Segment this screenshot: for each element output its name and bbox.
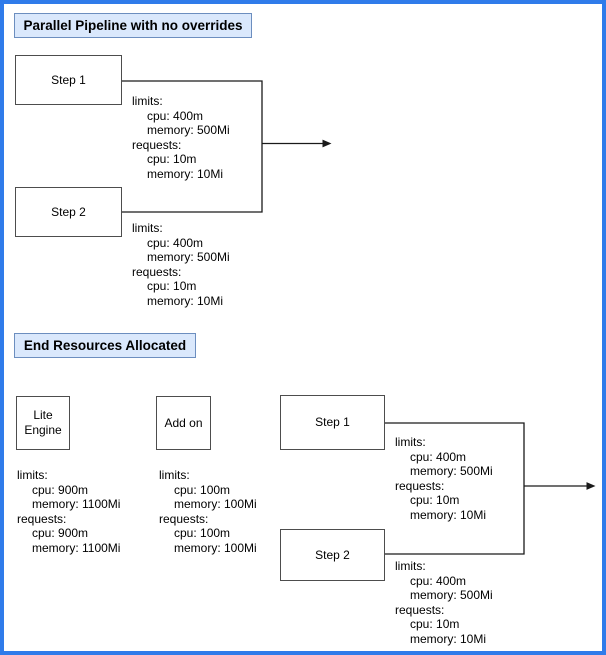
resource-line: memory: 1100Mi bbox=[32, 497, 121, 511]
resource-line: requests: bbox=[132, 264, 182, 279]
resource-line: memory: 500Mi bbox=[147, 250, 230, 264]
section2-title: End Resources Allocated bbox=[14, 333, 196, 358]
resource-line: memory: 500Mi bbox=[410, 588, 493, 602]
resource-line: requests: bbox=[159, 511, 209, 526]
resource-line: memory: 10Mi bbox=[147, 293, 224, 308]
section2-lite-engine-label: Lite Engine bbox=[24, 408, 62, 437]
section2-step1-resources: limits: cpu: 400m memory: 500Mi requests… bbox=[395, 435, 493, 522]
section1-step2-node: Step 2 bbox=[15, 187, 122, 237]
resource-line: limits: bbox=[132, 221, 163, 235]
resource-line: cpu: 100m bbox=[174, 526, 231, 540]
section2-addon-resources: limits: cpu: 100m memory: 100Mi requests… bbox=[159, 468, 257, 555]
resource-line: requests: bbox=[395, 478, 445, 493]
section2-step2-resources: limits: cpu: 400m memory: 500Mi requests… bbox=[395, 559, 493, 646]
section1-title: Parallel Pipeline with no overrides bbox=[14, 13, 252, 38]
resource-line: memory: 10Mi bbox=[147, 166, 224, 181]
resource-line: cpu: 10m bbox=[147, 152, 197, 166]
resource-line: requests: bbox=[132, 137, 182, 152]
section1-step1-resources: limits: cpu: 400m memory: 500Mi requests… bbox=[132, 94, 230, 181]
section2-step2-node: Step 2 bbox=[280, 529, 385, 581]
resource-line: limits: bbox=[17, 468, 48, 482]
resource-line: limits: bbox=[159, 468, 190, 482]
section1-step1-label: Step 1 bbox=[51, 72, 86, 87]
section2-step1-node: Step 1 bbox=[280, 395, 385, 450]
resource-line: cpu: 100m bbox=[174, 482, 231, 497]
section1-output-arrowhead bbox=[322, 139, 332, 148]
section1-step2-resources: limits: cpu: 400m memory: 500Mi requests… bbox=[132, 221, 230, 308]
section2-step2-label: Step 2 bbox=[315, 547, 350, 562]
resource-line: memory: 10Mi bbox=[410, 507, 487, 522]
section2-addon-label: Add on bbox=[164, 415, 203, 430]
resource-line: memory: 100Mi bbox=[174, 497, 257, 511]
resource-line: limits: bbox=[395, 559, 426, 573]
resource-line: cpu: 400m bbox=[410, 573, 467, 588]
resource-line: limits: bbox=[132, 94, 163, 108]
resource-line: cpu: 10m bbox=[410, 493, 460, 507]
resource-line: cpu: 900m bbox=[32, 526, 89, 540]
section2-lite-engine-node: Lite Engine bbox=[16, 396, 70, 450]
resource-line: limits: bbox=[395, 435, 426, 449]
section2-title-label: End Resources Allocated bbox=[23, 338, 187, 353]
resource-line: memory: 500Mi bbox=[147, 123, 230, 137]
section2-step1-label: Step 1 bbox=[315, 415, 350, 429]
resource-line: memory: 10Mi bbox=[410, 631, 487, 646]
section1-title-label: Parallel Pipeline with no overrides bbox=[23, 18, 243, 33]
resource-line: memory: 500Mi bbox=[410, 464, 493, 478]
resource-line: cpu: 900m bbox=[32, 482, 89, 497]
resource-line: memory: 100Mi bbox=[174, 540, 257, 555]
resource-line: cpu: 400m bbox=[410, 449, 467, 464]
section2-addon-node: Add on bbox=[156, 396, 211, 450]
resource-line: cpu: 10m bbox=[410, 617, 460, 631]
resource-line: cpu: 10m bbox=[147, 279, 197, 293]
resource-line: cpu: 400m bbox=[147, 235, 204, 250]
resource-line: requests: bbox=[17, 511, 67, 526]
section1-step1-node: Step 1 bbox=[15, 55, 122, 105]
section2-output-arrowhead bbox=[586, 482, 596, 490]
section1-step2-label: Step 2 bbox=[51, 204, 86, 219]
resource-line: cpu: 400m bbox=[147, 108, 204, 123]
section2-lite-engine-resources: limits: cpu: 900m memory: 1100Mi request… bbox=[17, 468, 120, 555]
resource-line: memory: 1100Mi bbox=[32, 540, 121, 555]
resource-line: requests: bbox=[395, 602, 445, 617]
